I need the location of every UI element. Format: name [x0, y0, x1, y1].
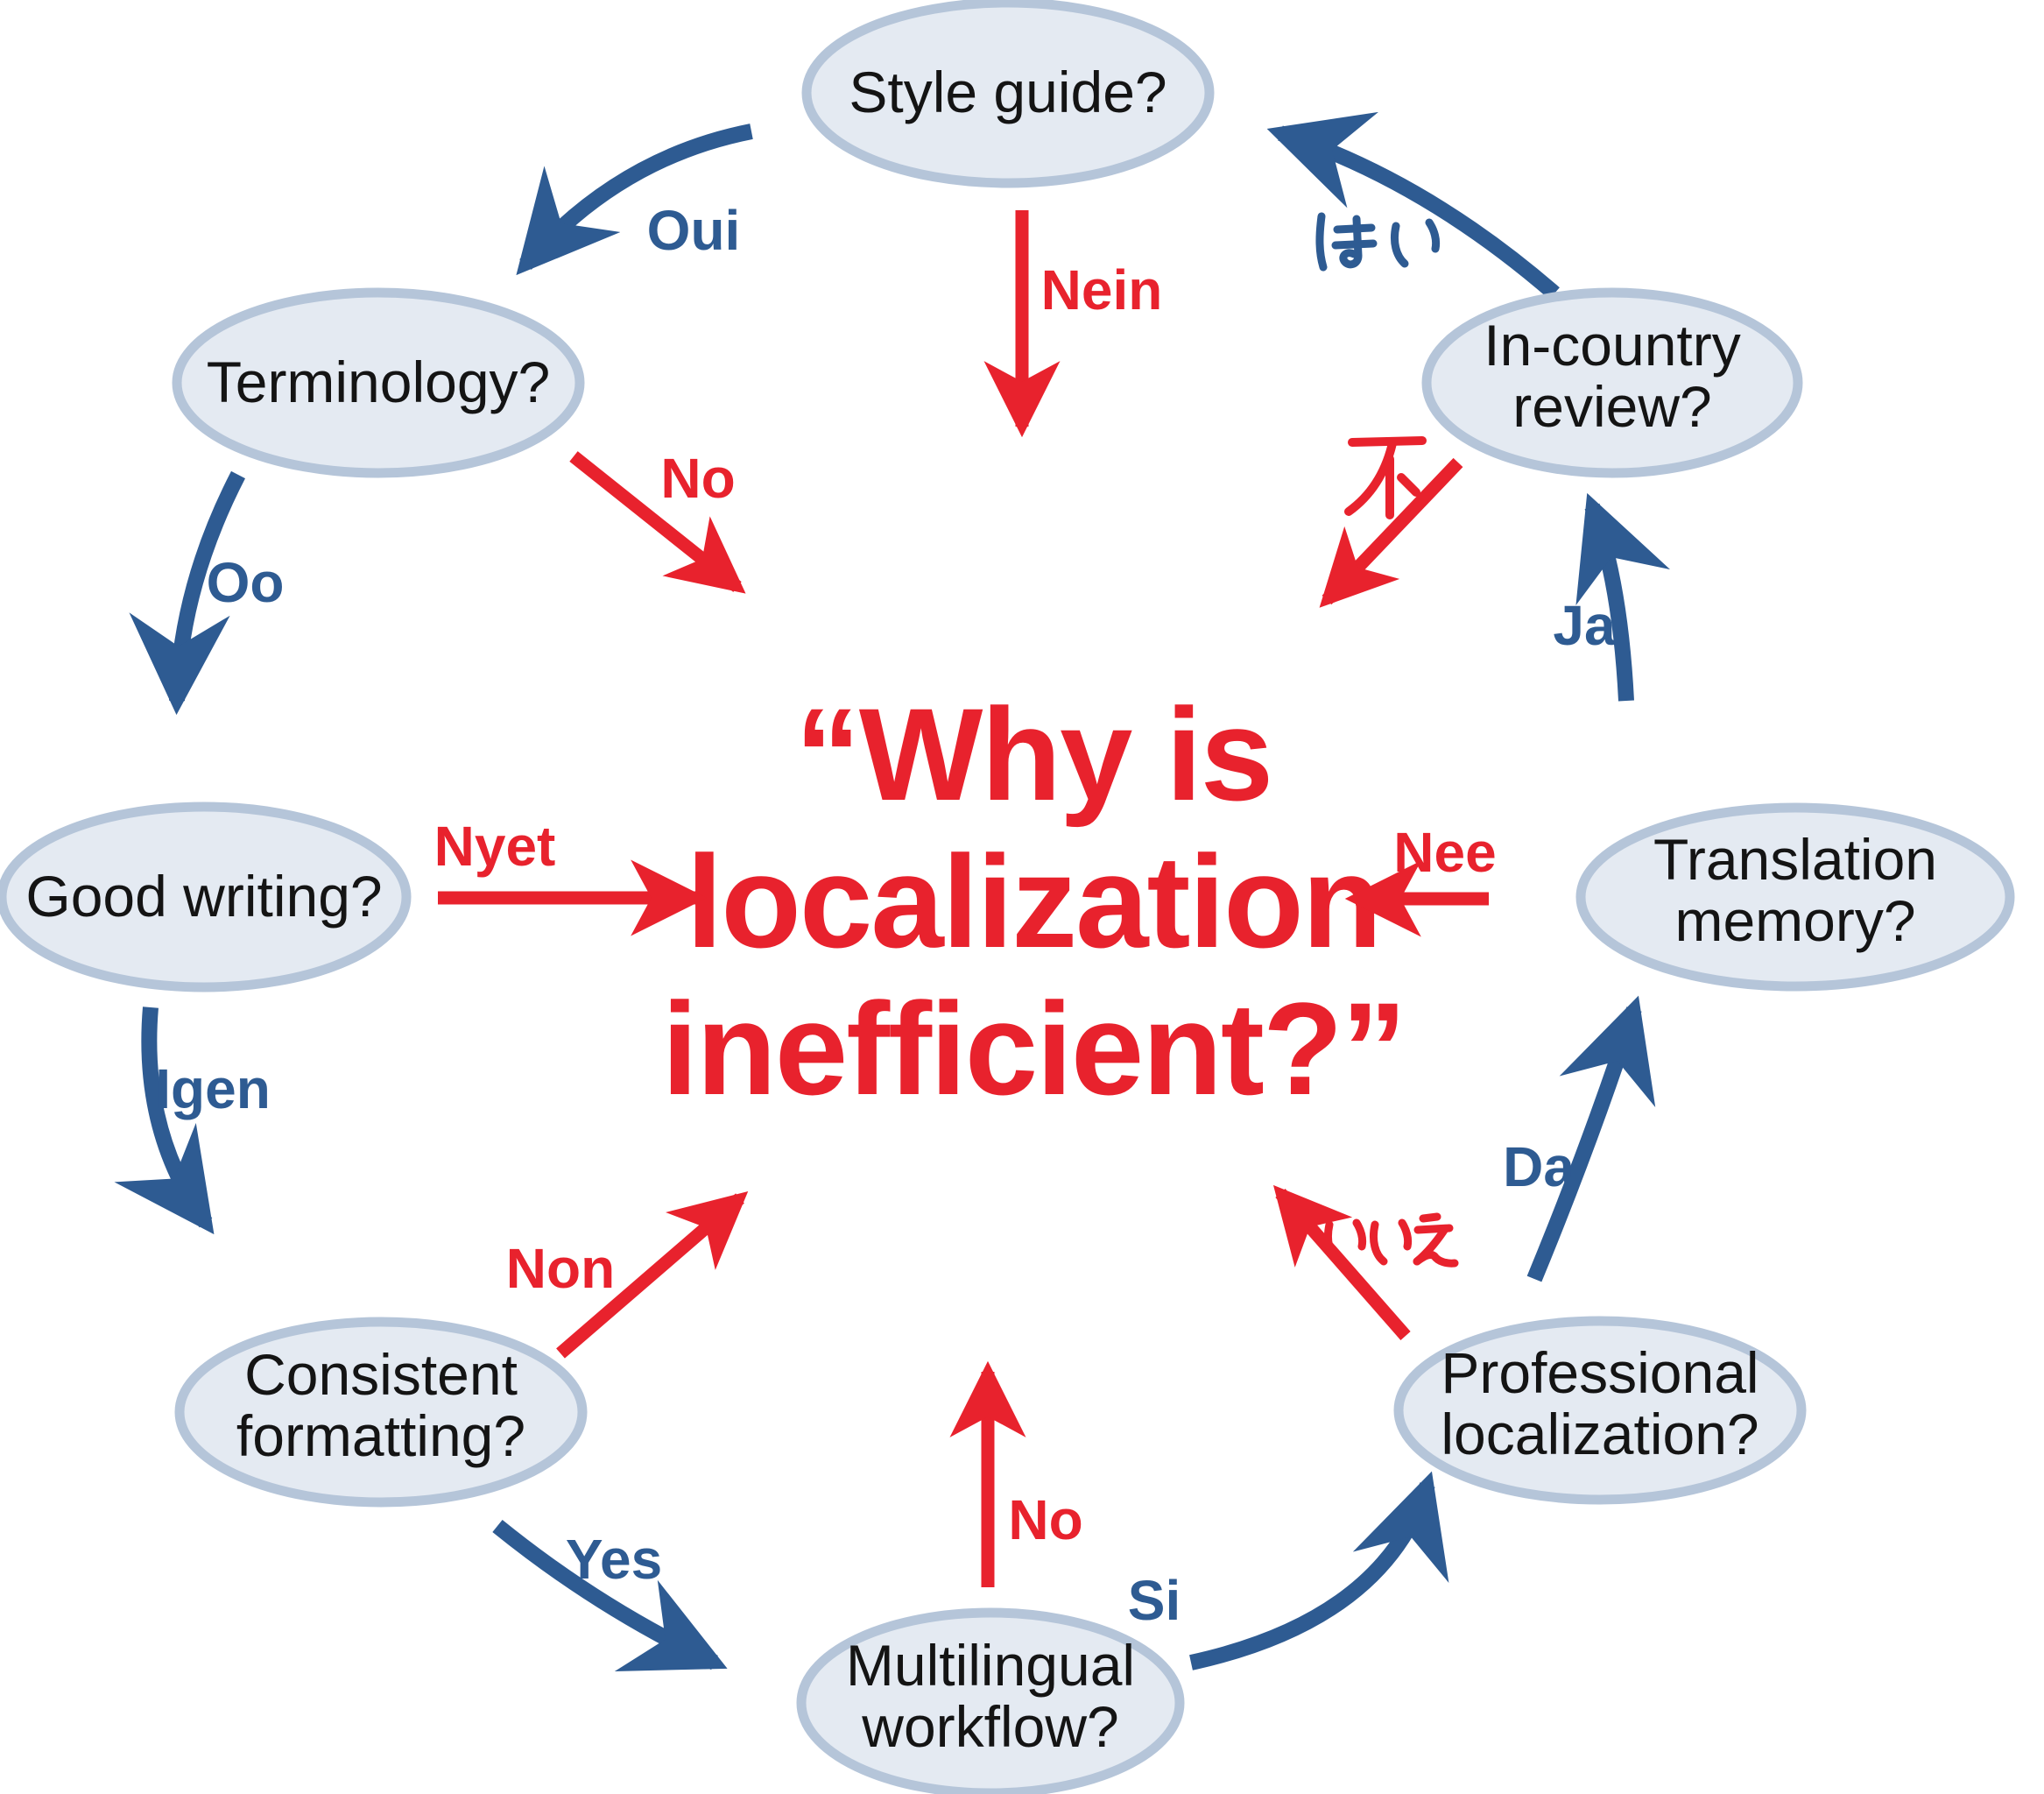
bu-stroke-4 — [1397, 473, 1420, 497]
node-good-writing: Good writing? — [0, 802, 412, 992]
no-arrow-bu — [1319, 457, 1463, 608]
no-label-no-workflow: No — [1008, 1488, 1082, 1551]
node-good-writing-ellipse — [0, 802, 412, 992]
yes-arrow-oo — [129, 470, 246, 716]
hai-ha-stroke-4 — [1339, 215, 1363, 269]
no-label-no-terminology: No — [660, 447, 735, 510]
node-multilingual-workflow-label-2: workflow? — [861, 1694, 1118, 1759]
node-multilingual-workflow-ellipse — [796, 1607, 1185, 1794]
node-style-guide: Style guide? — [801, 0, 1215, 188]
node-consistent-formatting: Consistent formatting? — [174, 1317, 588, 1508]
iie-e-stroke-4 — [1413, 1250, 1459, 1268]
node-translation-memory-ellipse — [1575, 802, 2015, 992]
node-in-country-review: In-country review? — [1421, 287, 1803, 478]
yes-arrow-hai — [1266, 111, 1560, 300]
yes-label-ja: Ja — [1553, 594, 1616, 657]
node-translation-memory-label-1: Translation — [1653, 827, 1937, 892]
bu-stroke-1 — [1348, 436, 1427, 447]
node-translation-memory-label-2: memory? — [1674, 888, 1915, 953]
node-in-country-review-label-1: In-country — [1484, 313, 1740, 378]
node-good-writing-label: Good writing? — [25, 864, 382, 929]
yes-label-hai-glyph — [1315, 212, 1441, 272]
node-terminology-ellipse — [172, 287, 585, 478]
iie-e-stroke-1 — [1419, 1212, 1441, 1223]
node-professional-localization-label-2: localization? — [1441, 1402, 1759, 1466]
yes-label-oui: Oui — [647, 199, 741, 262]
iie-i2-stroke-2 — [1398, 1218, 1413, 1251]
node-terminology-label: Terminology? — [207, 350, 551, 414]
yes-label-igen: Igen — [155, 1057, 271, 1120]
yes-arrow-yes — [492, 1520, 728, 1672]
no-arrow-iie — [1272, 1184, 1411, 1340]
node-professional-localization-ellipse — [1393, 1316, 1807, 1505]
no-label-nee: Nee — [1393, 821, 1496, 884]
yes-arrow-oui — [516, 124, 753, 276]
node-style-guide-label: Style guide? — [849, 60, 1166, 124]
hai-i-stroke-1 — [1390, 222, 1409, 268]
node-terminology: Terminology? — [172, 287, 585, 478]
yes-arrow-ja — [1575, 492, 1671, 702]
iie-i1-stroke-1 — [1323, 1220, 1343, 1266]
node-consistent-formatting-ellipse — [174, 1317, 588, 1508]
no-label-non: Non — [506, 1237, 615, 1300]
hai-i-stroke-2 — [1425, 218, 1441, 253]
no-label-nein: Nein — [1041, 258, 1163, 321]
yes-arrow-group — [114, 111, 1671, 1672]
node-translation-memory: Translation memory? — [1575, 802, 2015, 992]
center-question-line-1: “Why is — [795, 681, 1272, 828]
node-multilingual-workflow-label-1: Multilingual — [846, 1633, 1135, 1698]
no-arrow-group — [438, 210, 1489, 1587]
center-question-line-3: inefficient?” — [661, 975, 1405, 1122]
node-professional-localization: Professional localization? — [1393, 1316, 1807, 1505]
node-in-country-review-label-2: review? — [1512, 374, 1711, 439]
node-professional-localization-label-1: Professional — [1441, 1340, 1759, 1405]
node-consistent-formatting-label-2: formatting? — [236, 1403, 525, 1468]
iie-i2-stroke-1 — [1369, 1220, 1388, 1266]
node-consistent-formatting-label-1: Consistent — [244, 1342, 518, 1407]
yes-label-oo: Oo — [207, 551, 285, 614]
iie-i1-stroke-2 — [1352, 1218, 1367, 1251]
no-arrow-non — [556, 1191, 749, 1359]
yes-label-yes: Yes — [566, 1528, 662, 1591]
no-arrow-no-terminology — [569, 451, 746, 594]
yes-arrow-igen — [114, 1006, 215, 1235]
node-in-country-review-ellipse — [1421, 287, 1803, 478]
node-multilingual-workflow: Multilingual workflow? — [796, 1607, 1185, 1794]
yes-arrow-si — [1189, 1471, 1449, 1670]
no-label-nyet: Nyet — [434, 815, 556, 878]
hai-ha-stroke-1 — [1315, 212, 1328, 272]
no-label-iie-glyph — [1323, 1212, 1459, 1268]
yes-label-si: Si — [1128, 1569, 1181, 1632]
yes-label-da: Da — [1503, 1135, 1575, 1198]
yes-arrow-da — [1526, 995, 1656, 1282]
no-label-bu-glyph — [1344, 436, 1427, 519]
bu-stroke-2 — [1344, 439, 1397, 516]
center-question: “Why is localization inefficient?” — [661, 681, 1406, 1122]
center-question-line-2: localization — [687, 828, 1381, 975]
node-style-guide-ellipse — [801, 0, 1215, 188]
